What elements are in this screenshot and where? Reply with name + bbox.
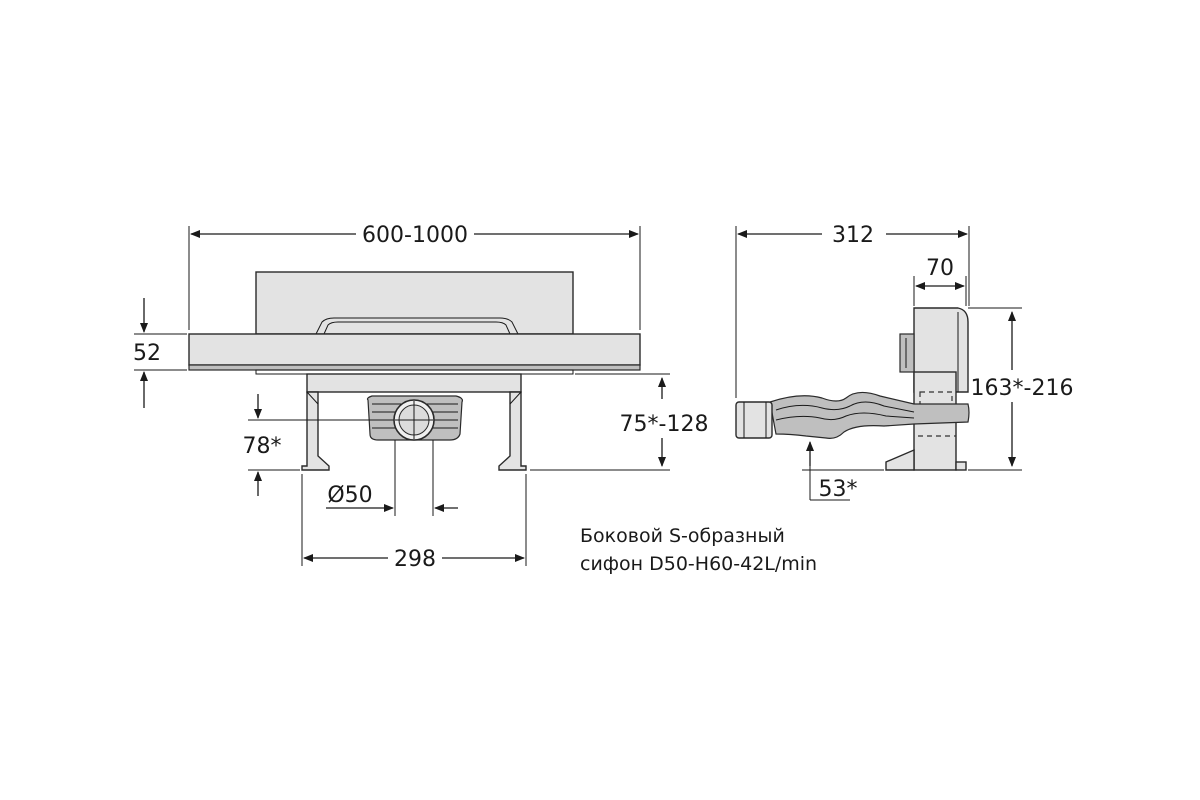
dim-flange: 70 <box>926 256 954 281</box>
front-right-leg <box>498 391 527 471</box>
side-outlet-pipe <box>735 401 773 439</box>
dim-height-range: 75*-128 <box>620 412 709 437</box>
side-dimensions: 312 70 163*-216 53* <box>735 223 1074 502</box>
dim-height-range-side: 163*-216 <box>971 376 1074 401</box>
front-view <box>188 271 641 471</box>
dim-outlet-diameter: Ø50 <box>327 483 372 508</box>
dim-siphon-height: 78* <box>243 434 282 459</box>
dim-depth: 312 <box>832 223 874 248</box>
dim-height-52: 52 <box>133 341 161 366</box>
side-foot <box>885 448 915 471</box>
dim-outlet-height: 53* <box>819 477 858 502</box>
side-upright-wall <box>913 307 969 393</box>
front-grate-handle <box>315 317 519 335</box>
front-upright-panel <box>255 271 574 335</box>
side-view <box>735 307 970 471</box>
front-support-frame <box>306 373 522 393</box>
dim-feet-span: 298 <box>394 547 436 572</box>
dim-total-length: 600-1000 <box>362 223 468 248</box>
side-siphon-pipe <box>769 391 970 439</box>
caption: Боковой S-образный сифон D50-H60-42L/min <box>580 525 817 575</box>
caption-line-1: Боковой S-образный <box>580 525 785 547</box>
front-left-leg <box>301 391 330 471</box>
front-channel-body <box>188 333 641 366</box>
caption-line-2: сифон D50-H60-42L/min <box>580 553 817 575</box>
front-dimensions: 600-1000 52 75*-128 78* Ø50 298 <box>133 223 708 572</box>
